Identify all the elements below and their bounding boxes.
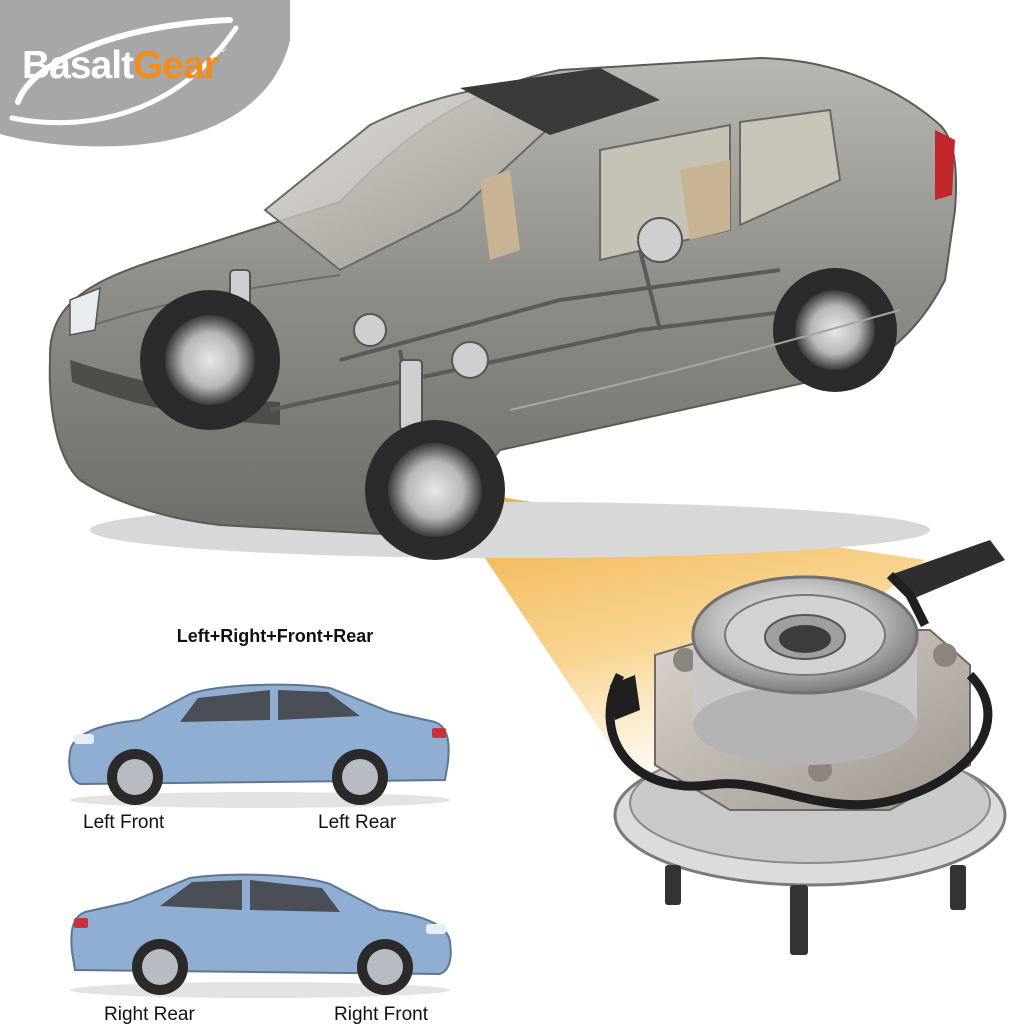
label-left-rear: Left Rear [318, 812, 397, 833]
label-left-front: Left Front [83, 812, 165, 833]
brand-logo: BasaltGear® [22, 44, 226, 88]
wheel-hub-bearing-assembly [605, 540, 1007, 955]
logo-backdrop [0, 0, 290, 147]
positions-title: Left+Right+Front+Rear [176, 626, 374, 646]
label-right-front: Right Front [334, 1004, 428, 1025]
side-car-right-facing [70, 873, 452, 998]
side-car-left-facing [68, 683, 450, 808]
brand-name-part2: Gear [133, 44, 219, 87]
brand-name-part1: Basalt [22, 44, 134, 87]
hero-car-cutaway [48, 56, 958, 560]
label-right-rear: Right Rear [104, 1004, 195, 1025]
trademark-mark: ® [218, 44, 226, 54]
